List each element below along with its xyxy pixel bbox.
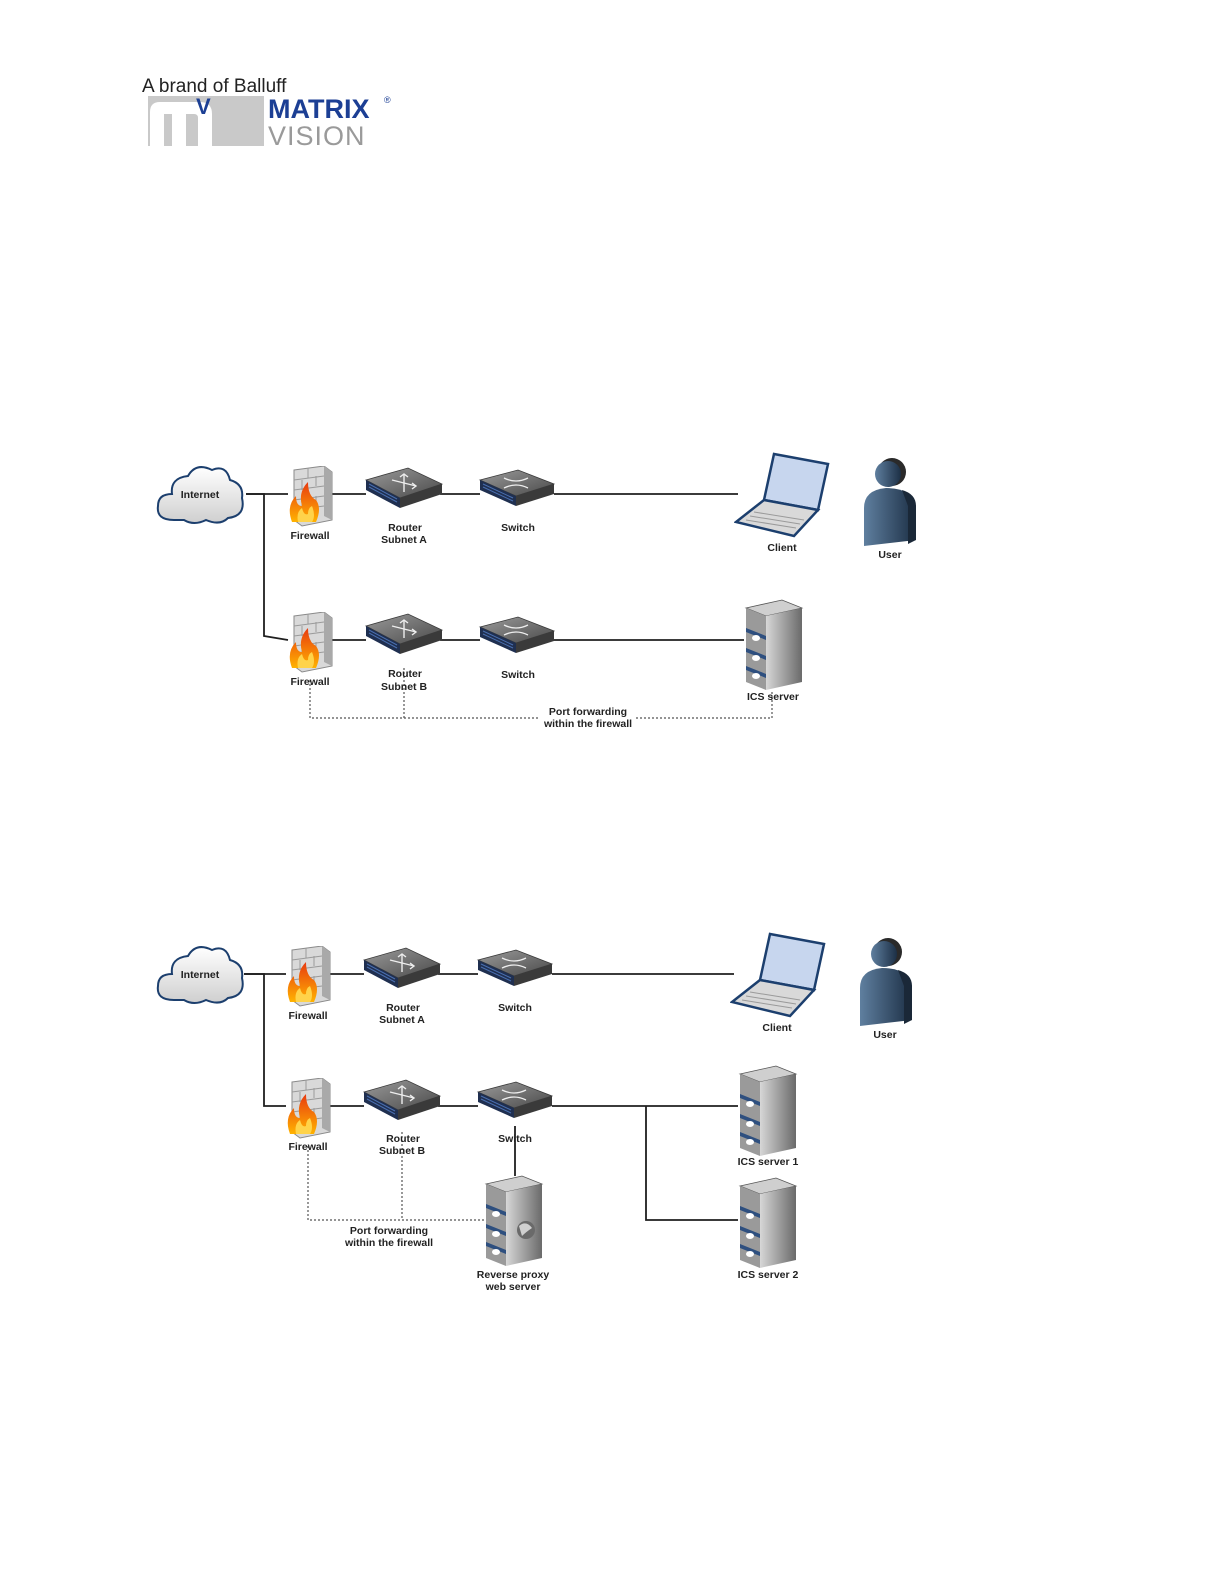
firewall-label: Firewall (288, 1141, 327, 1153)
router-subnet-label: Subnet A (379, 1014, 425, 1026)
user-icon (860, 938, 912, 1026)
router-label: Router (386, 1002, 420, 1014)
switch-icon (477, 949, 553, 987)
network-diagram-reverse-proxy: Internet Firewall Router Subnet A Switch… (156, 932, 912, 1293)
switch-label: Switch (498, 1133, 532, 1145)
proxy-label: Reverse proxy (477, 1269, 550, 1281)
firewall-label: Firewall (288, 1010, 327, 1022)
port-forwarding-path (309, 666, 773, 719)
port-forwarding-path (307, 1132, 486, 1221)
port-forwarding-label: within the firewall (543, 718, 632, 730)
server-icon (739, 1065, 797, 1157)
router-label: Router (388, 522, 422, 534)
client-label: Client (762, 1022, 792, 1034)
server-icon (745, 599, 803, 691)
router-icon (363, 1079, 441, 1121)
brand-logo: A brand of Balluff V MATRIX ® VISION (142, 76, 391, 151)
network-diagram-port-forwarding: Internet Firewall Router Subnet A Switch… (156, 452, 916, 730)
router-label: Router (388, 668, 422, 680)
firewall-icon (289, 466, 333, 527)
user-icon (864, 458, 916, 546)
brand-name-line2: VISION (268, 121, 366, 151)
port-forwarding-label: within the firewall (344, 1237, 433, 1249)
server-label: ICS server (747, 691, 799, 703)
internet-label: Internet (181, 489, 220, 501)
laptop-icon (734, 452, 830, 538)
logo-v-mark: V (196, 94, 211, 119)
firewall-label: Firewall (290, 530, 329, 542)
server-label: ICS server 1 (738, 1156, 799, 1168)
router-icon (365, 467, 443, 509)
server-icon (739, 1177, 797, 1269)
client-label: Client (767, 542, 797, 554)
laptop-icon (730, 932, 826, 1018)
firewall-icon (289, 612, 333, 673)
firewall-label: Firewall (290, 676, 329, 688)
switch-label: Switch (501, 669, 535, 681)
firewall-icon (287, 946, 331, 1007)
switch-label: Switch (498, 1002, 532, 1014)
switch-icon (479, 616, 555, 654)
connection-lines (246, 493, 744, 641)
switch-icon (479, 469, 555, 507)
proxy-label: web server (485, 1281, 541, 1293)
brand-name-line1: MATRIX (268, 94, 370, 124)
switch-label: Switch (501, 522, 535, 534)
router-label: Router (386, 1133, 420, 1145)
port-forwarding-label: Port forwarding (549, 706, 627, 718)
user-label: User (878, 549, 901, 561)
logo-m-shape (150, 102, 212, 146)
router-icon (365, 613, 443, 655)
router-icon (363, 947, 441, 989)
server-icon (485, 1175, 543, 1267)
router-subnet-label: Subnet B (379, 1145, 425, 1157)
internet-label: Internet (181, 969, 220, 981)
router-subnet-label: Subnet A (381, 534, 427, 546)
switch-icon (477, 1081, 553, 1119)
server-label: ICS server 2 (738, 1269, 799, 1281)
user-label: User (873, 1029, 896, 1041)
port-forwarding-label: Port forwarding (350, 1225, 428, 1237)
router-subnet-label: Subnet B (381, 681, 427, 693)
firewall-icon (287, 1078, 331, 1139)
brand-tagline: A brand of Balluff (142, 76, 287, 97)
connection-lines (244, 973, 738, 1221)
brand-registered-mark: ® (384, 95, 391, 105)
globe-icon (517, 1221, 535, 1239)
